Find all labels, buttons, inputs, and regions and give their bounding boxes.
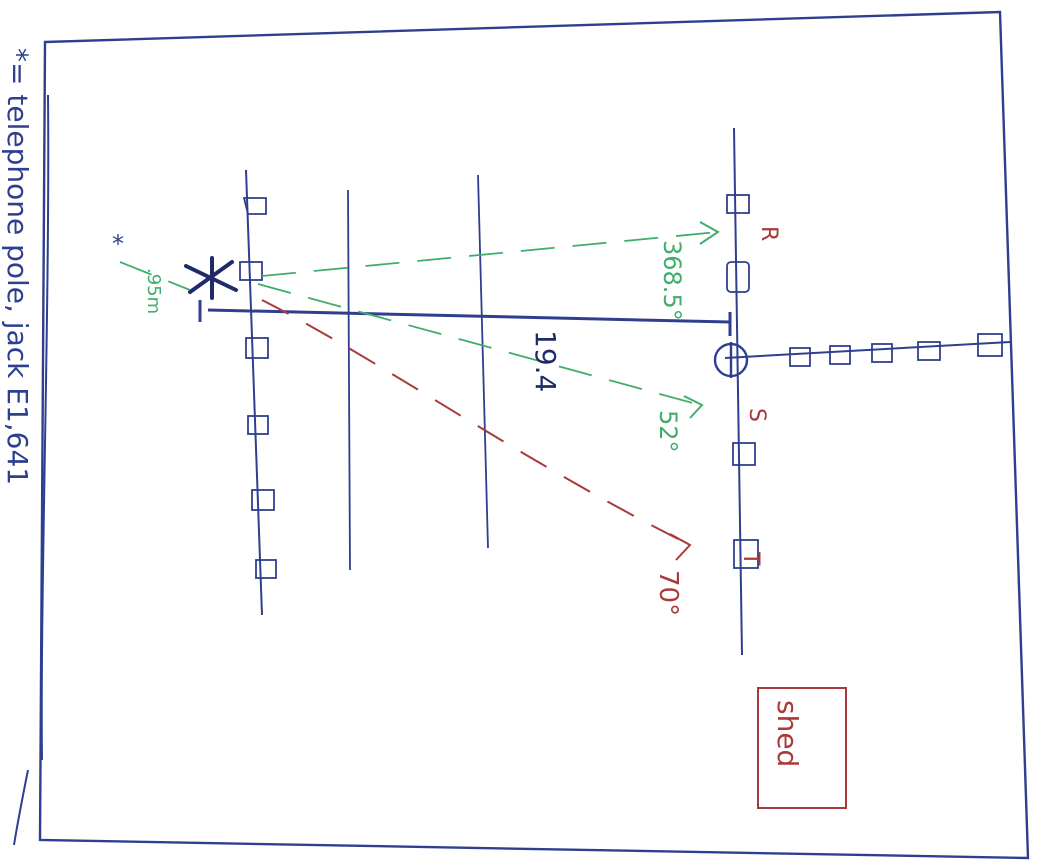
asterisk-small: * bbox=[112, 230, 124, 258]
label-s: S bbox=[744, 408, 769, 422]
plants-left bbox=[239, 197, 277, 579]
left-side-line bbox=[40, 94, 50, 761]
angle-t-label: 70° bbox=[653, 570, 683, 616]
label-r: R bbox=[756, 226, 781, 241]
outer-border bbox=[38, 10, 1030, 860]
legend-text: *= telephone pole, jack E1,641 bbox=[1, 48, 34, 485]
row-line-left bbox=[245, 169, 263, 616]
label-t: T bbox=[738, 551, 763, 566]
row-line-right bbox=[733, 127, 743, 656]
left-side-line-bottom bbox=[13, 769, 29, 846]
shed-box bbox=[757, 687, 847, 809]
distance-line bbox=[207, 308, 731, 324]
branch-line bbox=[724, 341, 1011, 359]
row-line-middle-2 bbox=[477, 174, 489, 549]
angle-r-label: 368.5° bbox=[658, 240, 686, 321]
plants-right bbox=[726, 194, 759, 569]
plants-branch bbox=[789, 333, 1003, 367]
distance-main-label: 19.4 bbox=[529, 330, 562, 392]
row-line-middle-1 bbox=[347, 189, 351, 571]
bearing-line-red bbox=[261, 299, 691, 546]
angle-s-label: 52° bbox=[654, 410, 682, 453]
arrowhead-red bbox=[669, 533, 692, 561]
telephone-pole-mark bbox=[184, 256, 238, 300]
shed-label: shed bbox=[771, 700, 804, 767]
arrowheads-green bbox=[683, 221, 720, 419]
bearing-lines-green bbox=[119, 231, 719, 406]
distance-small-label: .95m bbox=[143, 268, 164, 314]
